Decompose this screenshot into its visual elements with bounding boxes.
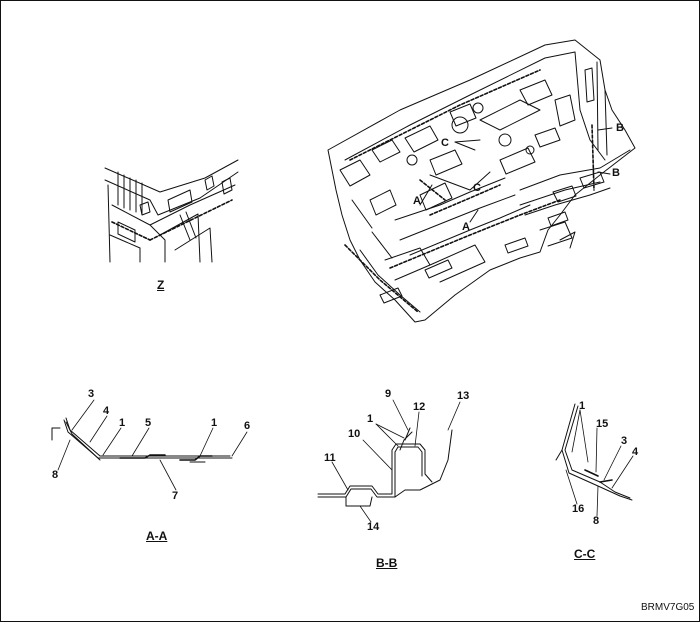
cc-label-1: 1 bbox=[579, 400, 586, 412]
aa-label-5: 5 bbox=[145, 417, 152, 429]
aa-label-6: 6 bbox=[244, 420, 251, 432]
caption-section-bb: B-B bbox=[376, 556, 398, 570]
bb-label-12: 12 bbox=[413, 401, 426, 413]
bb-label-10: 10 bbox=[348, 428, 361, 440]
drawing-code: BRMV7G05 bbox=[641, 602, 695, 613]
marker-c-lower: C bbox=[473, 182, 481, 194]
section-cc-leaders bbox=[565, 409, 634, 517]
aa-label-8: 8 bbox=[52, 469, 59, 481]
marker-c-upper: C bbox=[441, 137, 449, 149]
caption-section-aa: A-A bbox=[146, 529, 168, 543]
bb-label-9: 9 bbox=[385, 388, 392, 400]
marker-a-right: A bbox=[462, 221, 470, 233]
section-aa-drawing bbox=[51, 417, 233, 463]
section-bb-drawing bbox=[317, 427, 453, 507]
marker-a-left: A bbox=[413, 195, 421, 207]
cc-label-3: 3 bbox=[621, 435, 628, 447]
aa-label-4: 4 bbox=[103, 405, 110, 417]
aa-label-1b: 1 bbox=[211, 417, 218, 429]
aa-label-1a: 1 bbox=[119, 417, 126, 429]
aa-label-7: 7 bbox=[172, 490, 179, 502]
section-bb-leaders bbox=[331, 399, 461, 523]
aa-label-3: 3 bbox=[88, 388, 95, 400]
main-body-drawing bbox=[327, 39, 636, 323]
bb-label-13: 13 bbox=[457, 390, 470, 402]
section-cc-drawing bbox=[555, 403, 633, 501]
cc-label-8: 8 bbox=[593, 515, 600, 527]
bb-label-11: 11 bbox=[324, 452, 336, 464]
cc-label-4: 4 bbox=[632, 446, 639, 458]
caption-view-z: Z bbox=[157, 278, 165, 292]
view-z-drawing bbox=[104, 159, 239, 263]
marker-b-upper: B bbox=[616, 122, 624, 134]
bb-label-1: 1 bbox=[367, 413, 374, 425]
caption-section-cc: C-C bbox=[574, 547, 596, 561]
marker-b-lower: B bbox=[612, 167, 620, 179]
bb-label-14: 14 bbox=[367, 521, 380, 533]
cc-label-16: 16 bbox=[572, 503, 585, 515]
cc-label-15: 15 bbox=[596, 418, 609, 430]
section-aa-leaders bbox=[57, 399, 248, 491]
